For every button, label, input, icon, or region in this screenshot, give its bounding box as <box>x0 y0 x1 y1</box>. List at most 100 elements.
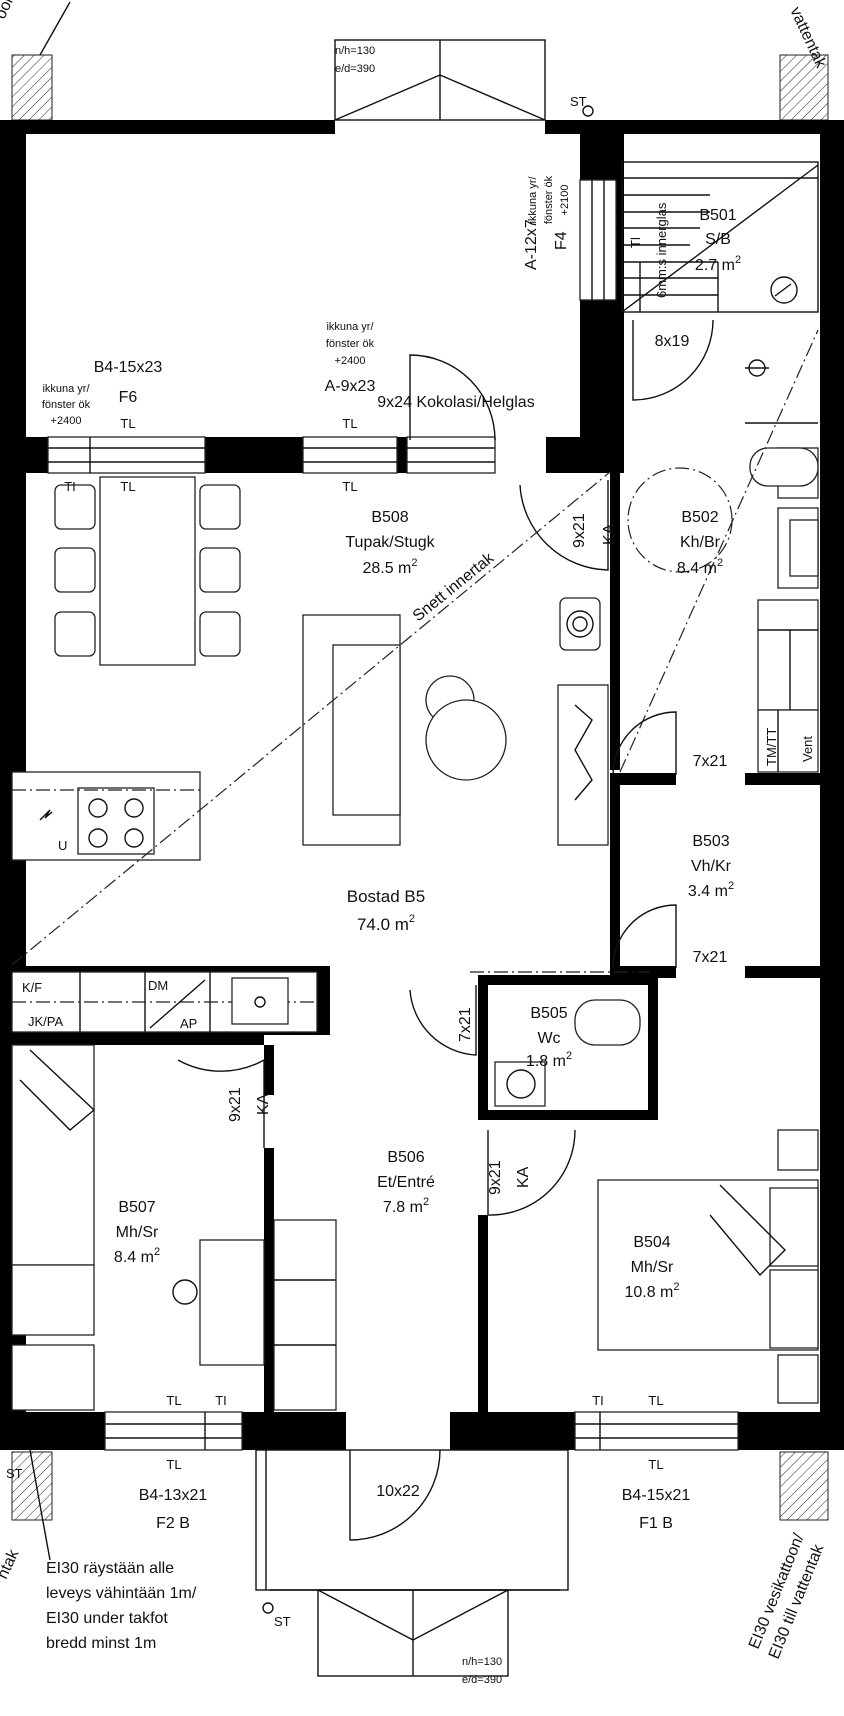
svg-text:Tl: Tl <box>628 237 643 248</box>
dwelling-name: Bostad B5 <box>347 887 425 906</box>
stairs <box>621 161 819 313</box>
window-f6-label: B4-15x23 F6 ikkuna yr/ fönster ök +2400 <box>42 359 163 427</box>
svg-text:TL: TL <box>120 416 135 431</box>
svg-text:A-9x23: A-9x23 <box>325 378 376 395</box>
svg-text:ST: ST <box>6 1466 23 1481</box>
room-name: Et/Entré <box>377 1174 435 1191</box>
svg-text:28.5 m2: 28.5 m2 <box>362 557 417 577</box>
room-b501-label: B501 S/B 2.7 m2 <box>695 207 741 274</box>
svg-text:Snett innertak: Snett innertak <box>410 549 498 625</box>
svg-text:9x21: 9x21 <box>571 513 588 548</box>
svg-text:8.4 m2: 8.4 m2 <box>677 557 723 577</box>
svg-text:1.8 m2: 1.8 m2 <box>526 1050 572 1070</box>
svg-text:ikkuna yr/: ikkuna yr/ <box>42 383 90 395</box>
svg-text:F6: F6 <box>119 389 138 406</box>
kitchen-marks: K/F JK/PA DM AP U <box>22 838 197 1031</box>
inner-glass-label: 6mm:s innerglas <box>654 202 669 298</box>
room-b507-label: B507 Mh/Sr 8.4 m2 <box>114 1199 160 1266</box>
room-code: B505 <box>530 1005 567 1022</box>
svg-text:B4-15x21: B4-15x21 <box>622 1487 691 1504</box>
svg-text:7x21: 7x21 <box>693 753 728 770</box>
svg-text:e/d=390: e/d=390 <box>335 63 375 75</box>
svg-text:TL: TL <box>166 1457 181 1472</box>
svg-text:ST: ST <box>274 1614 291 1629</box>
svg-text:7x21: 7x21 <box>693 949 728 966</box>
bed-b507 <box>11 1044 96 1411</box>
room-name: Mh/Sr <box>631 1259 674 1276</box>
svg-text:8x19: 8x19 <box>655 333 690 350</box>
sloped-ceiling-lines <box>11 329 819 973</box>
sofa <box>302 614 401 846</box>
svg-text:3.4 m2: 3.4 m2 <box>688 880 734 900</box>
svg-text:KA: KA <box>601 523 618 545</box>
svg-text:2.7 m2: 2.7 m2 <box>695 254 741 274</box>
svg-text:TI: TI <box>215 1393 227 1408</box>
canopy-labels: n/h=130 e/d=390 n/h=130 e/d=390 <box>335 45 502 1686</box>
room-name: Wc <box>537 1030 560 1047</box>
svg-text:DM: DM <box>148 978 168 993</box>
svg-text:ST: ST <box>570 94 587 109</box>
tv-unit <box>557 684 609 846</box>
wc-fixtures <box>494 999 641 1107</box>
window-f2b-label: B4-13x21 F2 B <box>139 1487 208 1532</box>
svg-text:9x21: 9x21 <box>487 1160 504 1195</box>
svg-text:fönster ök: fönster ök <box>42 399 91 411</box>
svg-text:TL: TL <box>342 416 357 431</box>
windows <box>47 179 739 1451</box>
window-a9-label: ikkuna yr/ fönster ök +2400 A-9x23 9x24 … <box>325 321 535 411</box>
stove <box>559 597 601 651</box>
svg-text:TI: TI <box>64 479 76 494</box>
dwelling-label: Bostad B5 74.0 m2 <box>347 887 425 934</box>
svg-text:oon/: oon/ <box>0 0 21 22</box>
kitchen-b502-units <box>627 359 819 773</box>
svg-text:+2400: +2400 <box>51 415 82 427</box>
svg-text:U: U <box>58 838 67 853</box>
room-b502-label: B502 Kh/Br 8.4 m2 <box>677 509 723 577</box>
svg-text:B4-15x23: B4-15x23 <box>94 359 163 376</box>
lower-kitchen-counter <box>11 971 318 1033</box>
room-b506-label: B506 Et/Entré 7.8 m2 <box>377 1149 435 1216</box>
svg-text:ikkuna yr/: ikkuna yr/ <box>326 321 374 333</box>
desk-b507 <box>172 1239 265 1366</box>
room-b505-label: B505 Wc 1.8 m2 <box>526 1005 572 1070</box>
window-f4-sill-note: ikkuna yr/ fönster ök +2100 <box>527 175 571 224</box>
svg-text:F4: F4 <box>553 231 570 250</box>
window-f1b-label: B4-15x21 F1 B <box>622 1487 691 1532</box>
svg-text:n/h=130: n/h=130 <box>462 1656 502 1668</box>
room-code: B508 <box>371 509 408 526</box>
room-code: B503 <box>692 833 729 850</box>
svg-text:Vent: Vent <box>800 736 815 762</box>
svg-text:F1 B: F1 B <box>639 1515 673 1532</box>
room-name: S/B <box>705 231 731 248</box>
svg-text:7x21: 7x21 <box>457 1007 474 1042</box>
window-marks: TL TL TI TL TL TL TI TL TI TL TL Tl <box>64 237 663 1472</box>
svg-text:leveys vähintään 1m/: leveys vähintään 1m/ <box>46 1585 197 1602</box>
room-b503-label: B503 Vh/Kr 3.4 m2 <box>688 833 734 900</box>
room-name: Vh/Kr <box>691 858 732 875</box>
svg-text:A-12x7: A-12x7 <box>523 219 540 270</box>
dining-table <box>54 476 241 666</box>
room-code: B501 <box>699 207 736 224</box>
svg-text:KA: KA <box>515 1166 532 1188</box>
roof-leader-lines <box>29 1 71 1561</box>
hatched-wall-strips <box>11 54 829 1521</box>
svg-text:9x21: 9x21 <box>227 1087 244 1122</box>
st-marks: ST ST ST <box>6 94 587 1629</box>
svg-text:KA: KA <box>255 1093 272 1115</box>
room-code: B507 <box>118 1199 155 1216</box>
room-b504-label: B504 Mh/Sr 10.8 m2 <box>624 1234 679 1301</box>
svg-text:AP: AP <box>180 1016 197 1031</box>
svg-text:+2400: +2400 <box>335 355 366 367</box>
svg-text:TL: TL <box>120 479 135 494</box>
svg-text:bredd minst 1m: bredd minst 1m <box>46 1635 156 1652</box>
door-swings <box>177 319 714 1541</box>
svg-text:74.0 m2: 74.0 m2 <box>357 913 415 934</box>
door-labels: 8x19 7x21 7x21 10x22 9x21 KA 7x21 9x21 K… <box>227 333 727 1500</box>
svg-text:B4-13x21: B4-13x21 <box>139 1487 208 1504</box>
svg-text:10.8 m2: 10.8 m2 <box>624 1281 679 1301</box>
svg-text:fönster ök: fönster ök <box>543 175 555 224</box>
svg-text:7.8 m2: 7.8 m2 <box>383 1196 429 1216</box>
hall-wardrobe <box>273 1219 337 1411</box>
svg-text:ikkuna yr/: ikkuna yr/ <box>527 176 539 224</box>
